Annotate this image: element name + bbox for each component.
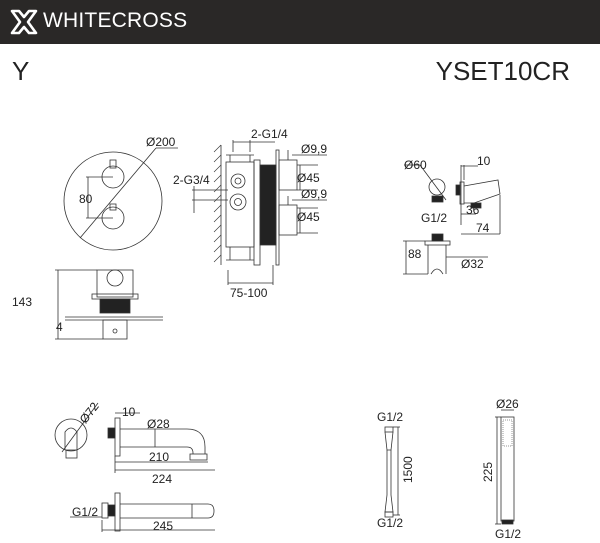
dim-plate: 4	[56, 320, 63, 334]
dim-shower-diameter: Ø26	[496, 397, 519, 411]
spray-nozzles	[502, 419, 513, 447]
dim-pin-bottom: Ø9,9	[301, 187, 327, 201]
dim-holder-diameter: Ø32	[461, 257, 484, 271]
dim-front-diameter: Ø200	[146, 135, 176, 149]
dim-inlets: 2-G3/4	[173, 173, 210, 187]
dim-pipe-diameter: Ø28	[147, 417, 170, 431]
dim-spout-thread: G1/2	[72, 505, 98, 519]
dim-shower-length: 225	[481, 462, 495, 482]
dim-depth: 75-100	[230, 286, 268, 300]
wall-outlet-view	[403, 164, 501, 275]
dim-length-bottom: 245	[153, 519, 173, 533]
dim-shower-thread: G1/2	[495, 527, 521, 541]
hose-view	[384, 426, 400, 518]
dim-outlets: 2-G1/4	[251, 127, 288, 141]
dim-rosette-thickness: 10	[122, 405, 136, 419]
dim-length-total: 224	[152, 472, 172, 486]
brand-name: WHITECROSS	[43, 9, 188, 32]
series-title: Y	[12, 56, 30, 86]
dim-hose-thread-bottom: G1/2	[377, 516, 403, 530]
mixer-side-view	[192, 140, 327, 285]
dim-handle-bottom: Ø45	[297, 210, 320, 224]
dim-outlet-offset: 36	[466, 203, 480, 217]
dim-outlet-thickness: 10	[477, 154, 491, 168]
dim-handle-top: Ø45	[297, 171, 320, 185]
model-number: YSET10CR	[435, 56, 570, 86]
dim-hose-thread-top: G1/2	[377, 410, 403, 424]
dim-pin-top: Ø9,9	[301, 142, 327, 156]
mixer-top-view	[55, 269, 163, 340]
dim-length-inner: 210	[149, 450, 169, 464]
hand-shower-view	[495, 409, 515, 525]
dim-handle-spacing: 80	[79, 192, 93, 206]
dim-hose-length: 1500	[401, 456, 415, 483]
dim-holder-height: 88	[408, 247, 422, 261]
dim-top-height: 143	[12, 295, 32, 309]
dim-outlet-depth: 74	[476, 221, 490, 235]
mixer-front-view	[63, 147, 178, 251]
cross-logo-icon	[10, 9, 38, 35]
dim-outlet-diameter: Ø60	[404, 158, 427, 172]
dim-outlet-thread: G1/2	[421, 211, 447, 225]
header-bar: WHITECROSS	[0, 0, 600, 44]
spout-view	[54, 402, 215, 532]
